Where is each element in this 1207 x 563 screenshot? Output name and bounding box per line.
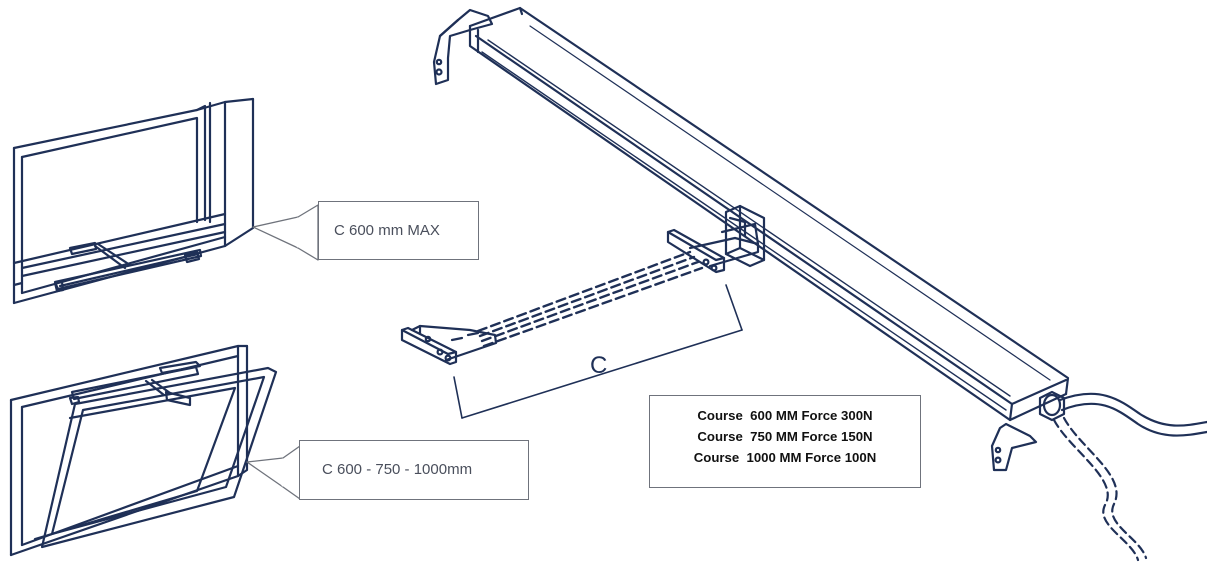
bottom-window-callout-box — [299, 440, 529, 500]
bottom-window-actuator — [68, 360, 202, 407]
stroke-dimension — [400, 216, 760, 419]
top-window-illustration — [12, 97, 319, 305]
top-window-callout-box — [318, 201, 479, 260]
stroke-dimension-label: C — [590, 352, 608, 379]
bottom-window-callout-text: C 600 - 750 - 1000mm — [322, 461, 473, 478]
bottom-window-illustration — [9, 344, 301, 557]
actuator-body — [432, 6, 1207, 562]
spec-line-750: Course 750 MM Force 150N — [697, 429, 873, 444]
top-window-callout-text: C 600 mm MAX — [334, 222, 440, 239]
spec-table-box: Course 600 MM Force 300N Course 750 MM F… — [649, 395, 921, 488]
spec-line-1000: Course 1000 MM Force 100N — [693, 450, 877, 465]
spec-line-600: Course 600 MM Force 300N — [697, 408, 873, 423]
top-window-actuator — [53, 241, 203, 293]
